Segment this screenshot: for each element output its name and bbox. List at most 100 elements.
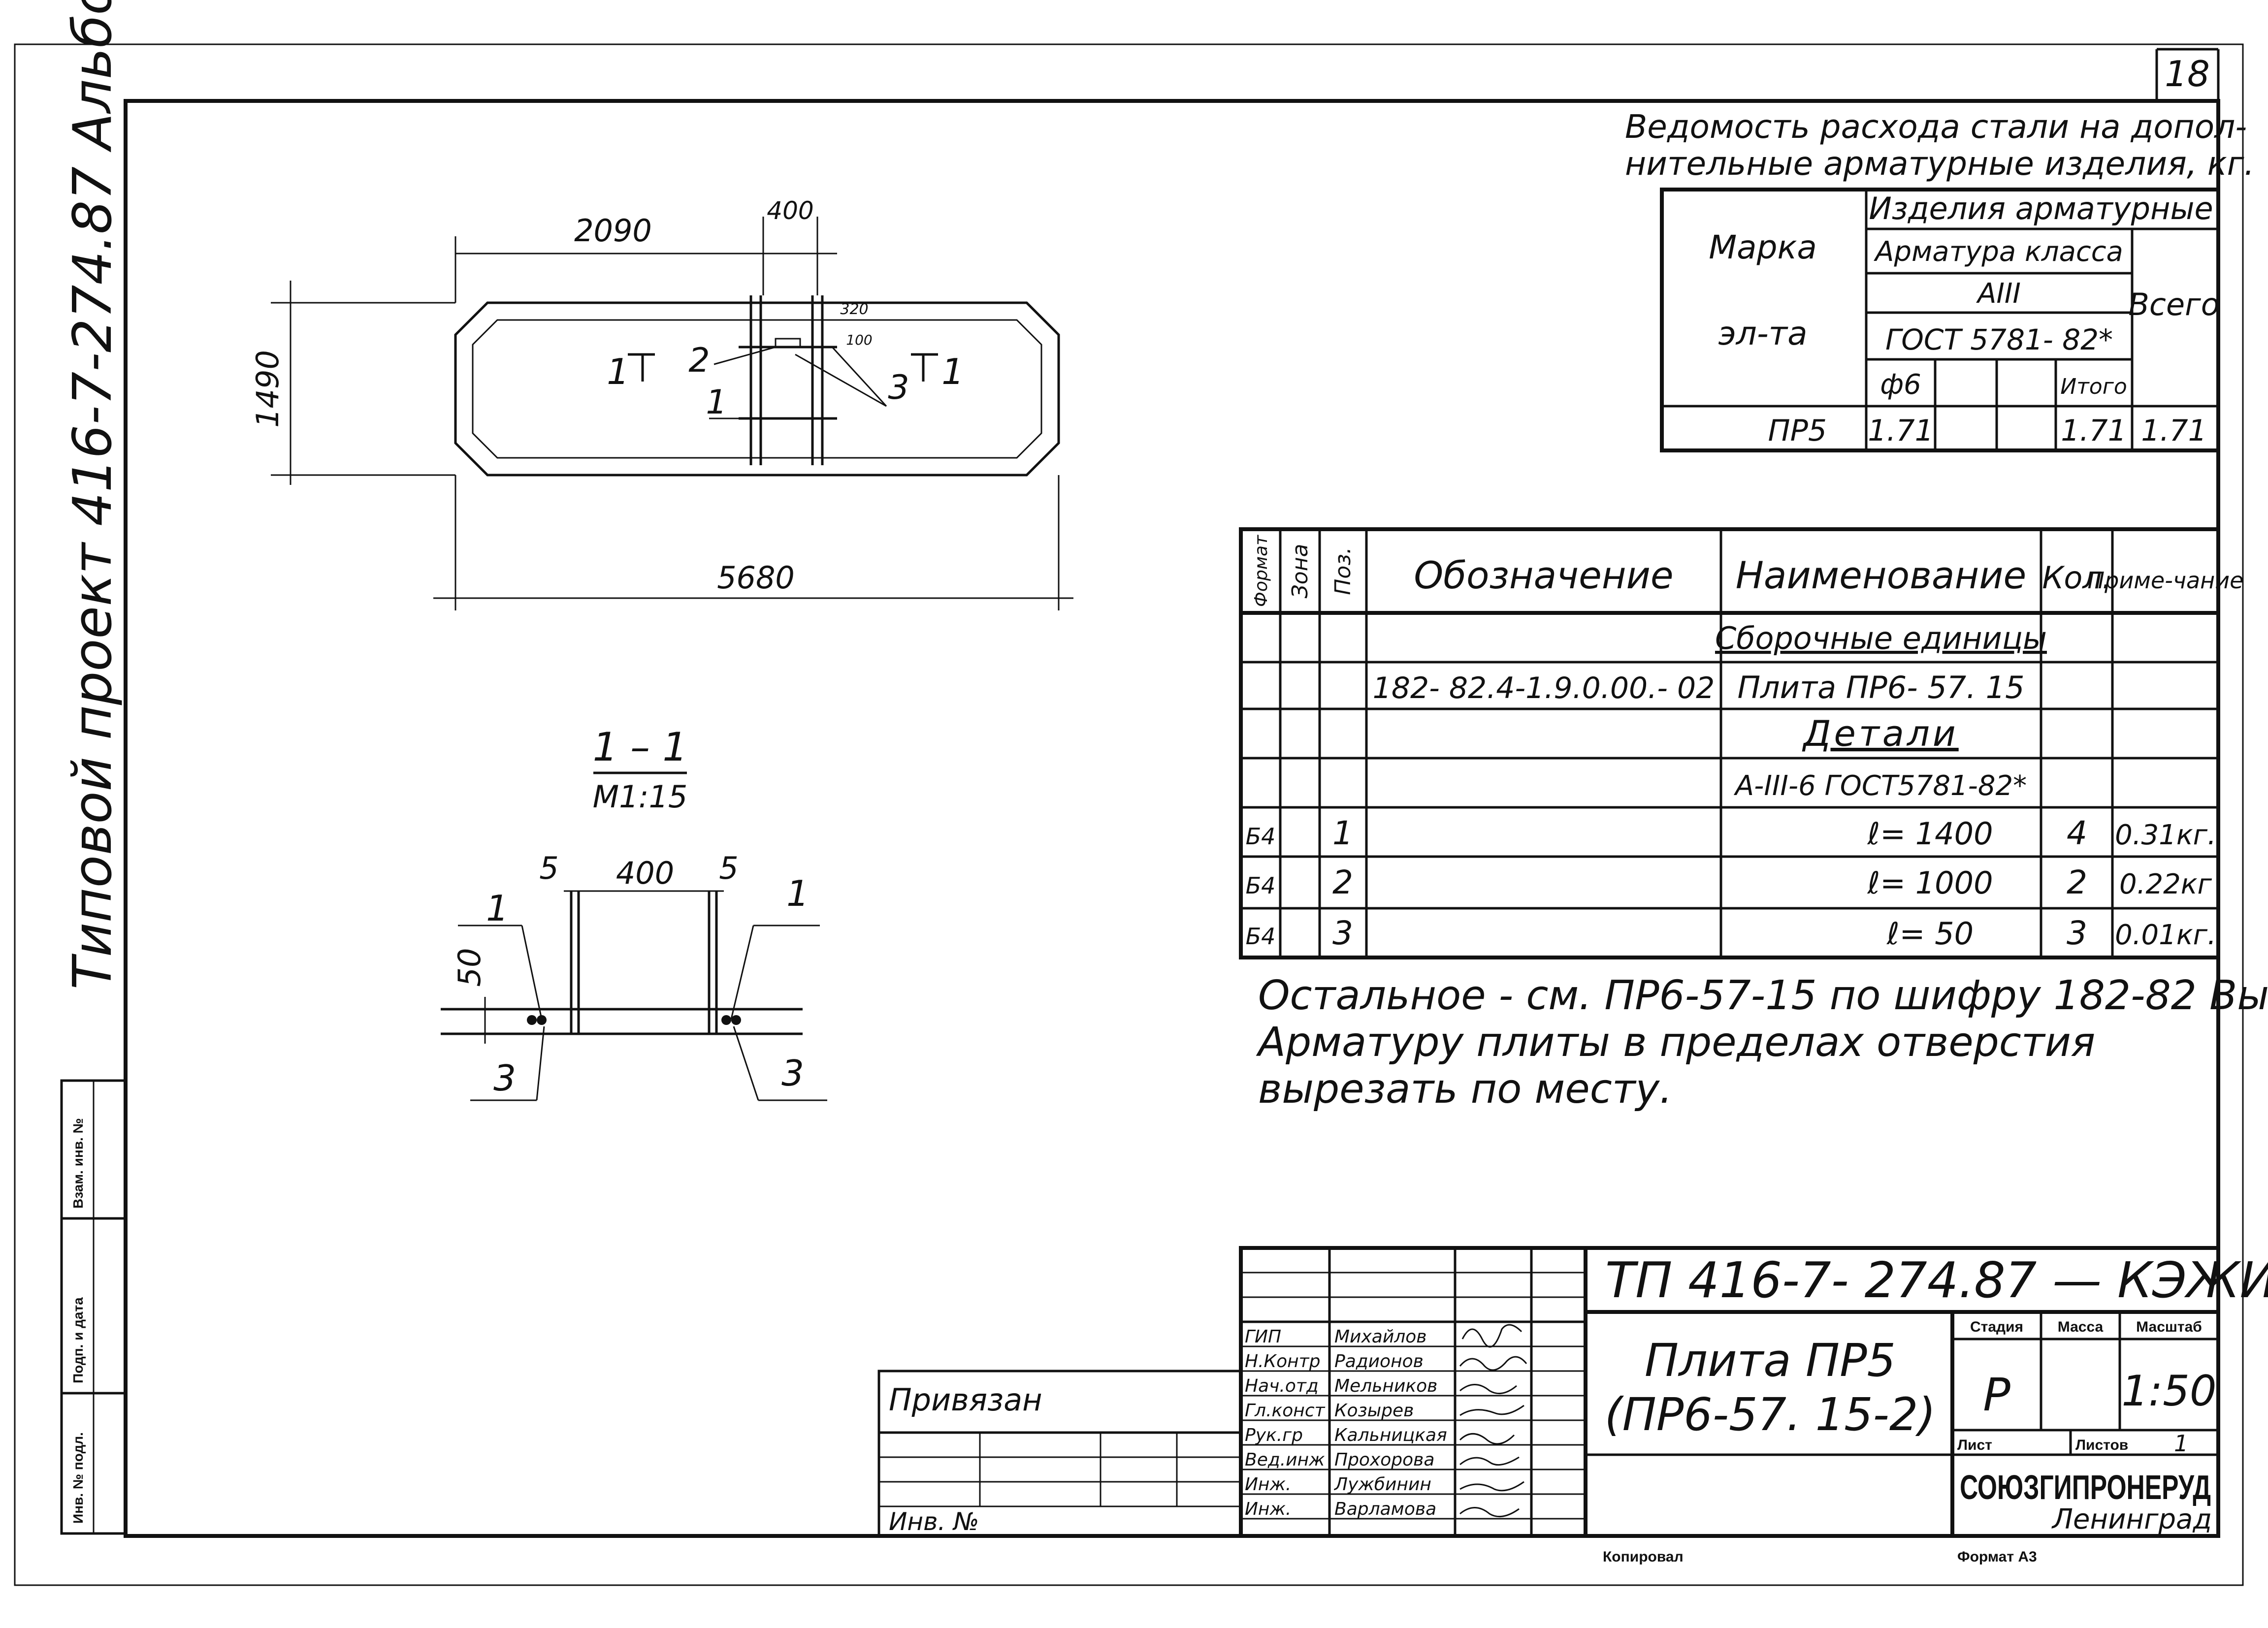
section-title: 1 – 1: [593, 724, 688, 770]
sheets-value: 1: [2174, 1430, 2188, 1457]
hdr-note: Приме-чание: [2088, 567, 2244, 594]
sheets-label: Листов: [2075, 1437, 2128, 1453]
plan-view: 2090 400 320 100 1490 5680 1 1 2 1 3: [250, 196, 1073, 610]
person: Варламова: [1334, 1499, 1436, 1519]
person: Козырев: [1334, 1401, 1414, 1421]
table-row: Б4 1 ℓ= 1400 4 0.31кг.: [1246, 814, 2216, 852]
section-pos-1-right: 1: [786, 873, 809, 914]
person: Радионов: [1334, 1351, 1424, 1372]
row-qty: 4: [2067, 814, 2087, 852]
col-mark2: эл-та: [1718, 315, 1807, 352]
person: Михайлов: [1334, 1327, 1426, 1347]
person: Мельников: [1334, 1376, 1437, 1396]
dim-5-left: 5: [539, 850, 558, 886]
sheet-number: 18: [2165, 53, 2210, 95]
signature-scribble: [1459, 1384, 1517, 1395]
section-mark-right: 1: [941, 351, 964, 392]
dim-50: 50: [452, 948, 487, 987]
row-designation: 182- 82.4-1.9.0.00.- 02: [1373, 671, 1715, 705]
dim-400: 400: [616, 855, 674, 891]
row-qty: 3: [2067, 914, 2087, 952]
stage-label: Стадия: [1970, 1319, 2023, 1335]
section-pos-1-left: 1: [486, 888, 509, 929]
row-all: 1.71: [2141, 414, 2207, 448]
row-name: Сборочные единицы: [1715, 620, 2047, 656]
pos-2-label: 2: [688, 341, 710, 380]
row-pos: 1: [1332, 814, 1353, 852]
product-name-2: (ПР6-57. 15-2): [1605, 1388, 1936, 1441]
dim-small2: 100: [846, 332, 872, 348]
hdr-designation: Обозначение: [1414, 553, 1673, 597]
signature-scribble: [1459, 1507, 1520, 1518]
row-pos: 2: [1332, 863, 1353, 901]
pos-3-label: 3: [888, 368, 909, 407]
role: Инж.: [1245, 1474, 1291, 1495]
signature-scribble: [1459, 1405, 1524, 1416]
hdr-zone: Зона: [1288, 544, 1313, 599]
vzam-inv-label: Взам. инв. №: [70, 1118, 86, 1209]
scale-label: Масштаб: [2136, 1319, 2202, 1335]
role: ГИП: [1245, 1327, 1281, 1347]
podp-data-label: Подп. и дата: [70, 1297, 86, 1383]
table-row: А-III-6 ГОСТ5781-82*: [1734, 770, 2027, 802]
notes: Остальное - см. ПР6-57-15 по шифру 182-8…: [1256, 972, 2268, 1113]
col-gost: ГОСТ 5781- 82*: [1885, 323, 2113, 356]
steel-table: Ведомость расхода стали на допол- нитель…: [1625, 108, 2254, 452]
spec-table: Формат Зона Поз. Обозначение Наименовани…: [1239, 527, 2244, 959]
row-pos: 3: [1332, 914, 1353, 952]
table-row: Б4 2 ℓ= 1000 2 0.22кг: [1246, 863, 2212, 901]
signature-scribble: [1459, 1356, 1527, 1371]
steel-title-1: Ведомость расхода стали на допол-: [1625, 108, 2247, 146]
role: Вед.инж: [1245, 1450, 1325, 1470]
side-stamp: Типовой проект 416-7-274.87 Альбом 3: [62, 0, 124, 990]
row-name: ℓ= 50: [1886, 916, 1974, 952]
org-city: Ленинград: [2051, 1503, 2212, 1535]
row-name: ℓ= 1400: [1867, 816, 1993, 852]
role: Рук.гр: [1245, 1425, 1303, 1445]
signature-scribble: [1459, 1433, 1515, 1445]
col-all: Всего: [2128, 287, 2219, 322]
product-name-1: Плита ПР5: [1645, 1334, 1896, 1387]
col-mark: Марка: [1709, 228, 1817, 266]
signature-scribble: [1459, 1456, 1520, 1466]
hdr-format: Формат: [1251, 535, 1271, 607]
doc-code: ТП 416-7- 274.87 — КЭЖИ-ПР5: [1605, 1251, 2268, 1309]
signature-scribble: [1461, 1324, 1523, 1348]
row-mark: ПР5: [1768, 414, 1827, 448]
signature-scribble: [1459, 1481, 1524, 1492]
col-class: Арматура класса: [1874, 236, 2123, 268]
row-format: Б4: [1246, 923, 1276, 950]
table-row: 182- 82.4-1.9.0.00.- 02 Плита ПР6- 57. 1…: [1373, 670, 2025, 705]
hdr-qty: Кол.: [2042, 560, 2111, 596]
left-strip: Инв. № подл. Подп. и дата Взам. инв. №: [60, 1079, 127, 1535]
section-scale: М1:15: [593, 779, 688, 815]
role: Гл.конст: [1245, 1401, 1326, 1421]
person: Прохорова: [1334, 1450, 1434, 1470]
note-line: вырезать по месту.: [1258, 1066, 1672, 1113]
dim-width: 1490: [250, 350, 286, 428]
footer-copied: Копировал: [1603, 1549, 1684, 1565]
table-row: Сборочные единицы: [1715, 620, 2047, 656]
scale-value: 1:50: [2121, 1367, 2216, 1416]
section-pos-3-right: 3: [781, 1053, 804, 1094]
person: Кальницкая: [1334, 1425, 1447, 1445]
row-note: 0.31кг.: [2115, 819, 2216, 851]
stage-value: Р: [1983, 1369, 2010, 1421]
person: Лужбинин: [1333, 1474, 1431, 1495]
hdr-pos: Поз.: [1330, 547, 1356, 595]
row-format: Б4: [1246, 872, 1276, 899]
dim-opening: 400: [767, 196, 813, 225]
section-view: 1 – 1 М1:15 5 400 5 50 1 1 3 3: [441, 724, 827, 1101]
row-note: 0.01кг.: [2115, 919, 2216, 951]
row-qty: 2: [2067, 863, 2087, 901]
role: Инж.: [1245, 1499, 1291, 1519]
row-name: А-III-6 ГОСТ5781-82*: [1734, 770, 2027, 802]
org-name: СОЮЗГИПРОНЕРУД: [1960, 1468, 2211, 1506]
role: Нач.отд: [1245, 1376, 1319, 1396]
inv-no-label: Инв. №: [889, 1507, 979, 1536]
title-block: ГИП Михайлов Н.Контр Радионов Нач.отд Ме…: [877, 1246, 2268, 1538]
row-d6: 1.71: [1868, 414, 1934, 448]
footer-format: Формат А3: [1957, 1549, 2037, 1565]
steel-title-2: нительные арматурные изделия, кг.: [1625, 145, 2254, 183]
